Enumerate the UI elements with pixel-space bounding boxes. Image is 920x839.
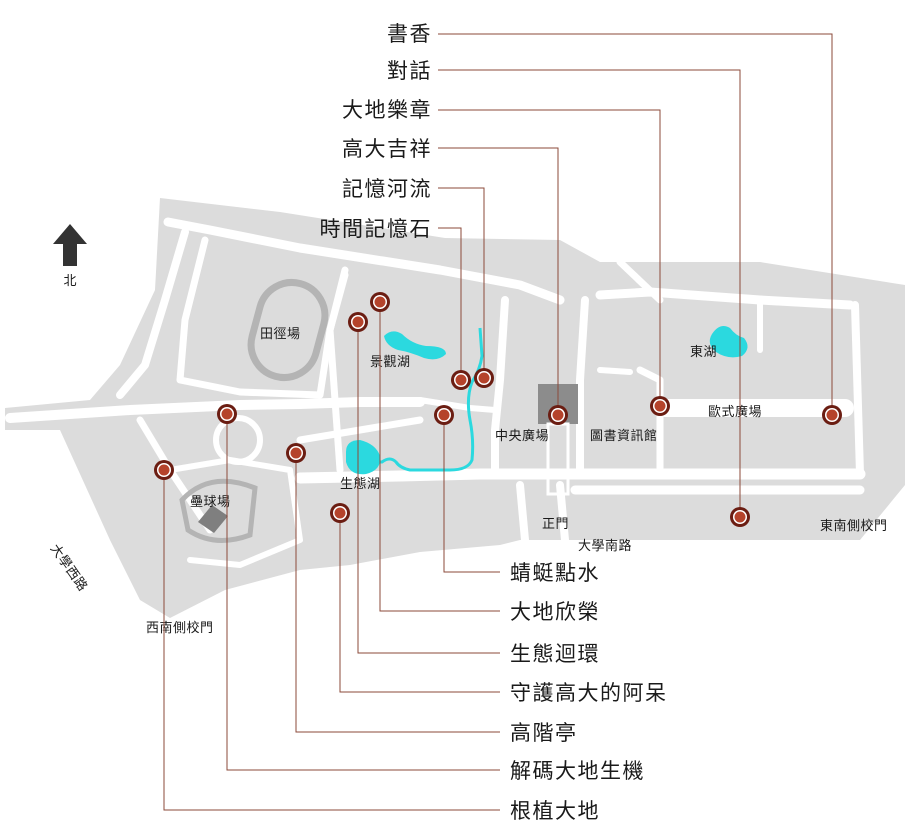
leader-high-pavilion	[295, 453, 500, 733]
baseball-ring-road	[167, 457, 303, 568]
leader-memory-river	[438, 187, 485, 378]
label-euro-plaza: 歐式廣場	[708, 405, 762, 420]
leader-book-fragrance	[438, 33, 833, 413]
artwork-label-memory-river[interactable]: 記憶河流	[342, 177, 432, 201]
eco-lake	[346, 440, 381, 475]
central-plaza-west-road	[491, 296, 509, 478]
marker-time-memory-stone[interactable]	[451, 370, 471, 390]
scenic-lake	[384, 331, 446, 360]
east-lake	[709, 326, 748, 358]
marker-dialogue[interactable]	[730, 507, 750, 527]
track-oval	[247, 279, 329, 381]
main-gate-road	[516, 481, 529, 544]
leader-earth-flourish	[379, 302, 500, 612]
marker-earth-flourish[interactable]	[370, 292, 390, 312]
artwork-label-rooted-earth[interactable]: 根植大地	[510, 799, 600, 823]
north-arrow-icon	[53, 224, 87, 266]
marker-book-fragrance[interactable]	[822, 405, 842, 425]
artwork-label-guardian[interactable]: 守護高大的阿呆	[510, 681, 668, 705]
east-road-1	[616, 258, 664, 304]
label-southwest-gate: 西南側校門	[146, 620, 214, 636]
artwork-label-book-fragrance[interactable]: 書香	[387, 22, 432, 46]
track-field	[247, 279, 329, 381]
library-road	[576, 296, 589, 478]
west-diagonal-road	[116, 228, 189, 399]
artwork-label-dialogue[interactable]: 對話	[387, 59, 432, 83]
marker-guardian[interactable]	[330, 503, 350, 523]
leader-time-memory-stone	[438, 227, 462, 380]
leader-eco-cycle	[357, 322, 500, 654]
marker-rooted-earth[interactable]	[154, 460, 174, 480]
north-label: 北	[63, 274, 76, 289]
connector-b	[597, 367, 633, 375]
artwork-labels: 書香 對話 大地樂章 高大吉祥 記憶河流 時間記憶石 蜻蜓點水 大地欣榮 生態迴…	[320, 22, 668, 823]
label-university-west-road: 大學西路	[47, 541, 91, 594]
label-track-field: 田徑場	[260, 327, 301, 342]
north-arrow: 北	[53, 224, 87, 289]
label-central-plaza: 中央廣場	[495, 429, 549, 444]
marker-high-pavilion[interactable]	[286, 443, 306, 463]
artwork-label-earth-flourish[interactable]: 大地欣榮	[510, 600, 600, 624]
marker-nuk-mascot[interactable]	[548, 405, 568, 425]
water-features	[346, 326, 748, 475]
marker-eco-cycle[interactable]	[348, 312, 368, 332]
label-southeast-gate: 東南側校門	[820, 518, 888, 534]
eco-lake-road	[296, 416, 424, 444]
marker-memory-river[interactable]	[474, 368, 494, 388]
leader-earth-music	[438, 109, 661, 406]
north-perimeter-road	[163, 217, 565, 305]
memory-river	[372, 327, 484, 472]
leader-rooted-earth	[163, 470, 500, 811]
central-east-west-road	[5, 397, 425, 423]
leader-nuk-mascot	[438, 147, 559, 414]
east-north-road	[595, 287, 855, 310]
leader-lines	[163, 33, 833, 811]
artwork-markers	[154, 292, 842, 527]
label-baseball-field: 壘球場	[190, 495, 231, 510]
label-eco-lake: 生態湖	[340, 476, 381, 492]
label-university-south-road: 大學南路	[578, 538, 632, 554]
label-main-gate: 正門	[542, 517, 569, 532]
artwork-label-dragonfly[interactable]: 蜻蜓點水	[510, 561, 600, 585]
marker-dragonfly[interactable]	[434, 405, 454, 425]
leader-dialogue	[438, 69, 741, 517]
marker-earth-music[interactable]	[650, 396, 670, 416]
artwork-label-earth-music[interactable]: 大地樂章	[342, 98, 432, 122]
artwork-label-decode-earth[interactable]: 解碼大地生機	[510, 759, 645, 783]
leader-decode-earth	[226, 414, 500, 771]
east-road-2	[851, 301, 864, 478]
label-library: 圖書資訊館	[590, 429, 658, 444]
label-scenic-lake: 景觀湖	[370, 355, 411, 370]
baseball-field	[179, 478, 258, 543]
artwork-label-eco-cycle[interactable]: 生態迴環	[510, 642, 600, 666]
baseball-outfield	[179, 478, 258, 543]
west-roundabout	[213, 415, 263, 465]
south-main-road	[294, 468, 866, 484]
label-east-lake: 東湖	[690, 344, 717, 360]
artwork-label-time-memory-stone[interactable]: 時間記憶石	[320, 217, 433, 241]
marker-decode-earth[interactable]	[217, 404, 237, 424]
artwork-label-nuk-mascot[interactable]: 高大吉祥	[342, 137, 432, 161]
leader-dragonfly	[443, 415, 500, 573]
leader-guardian	[339, 513, 500, 693]
baseball-infield	[198, 505, 228, 533]
artwork-label-high-pavilion[interactable]: 高階亭	[510, 721, 578, 745]
road-network	[5, 217, 866, 568]
